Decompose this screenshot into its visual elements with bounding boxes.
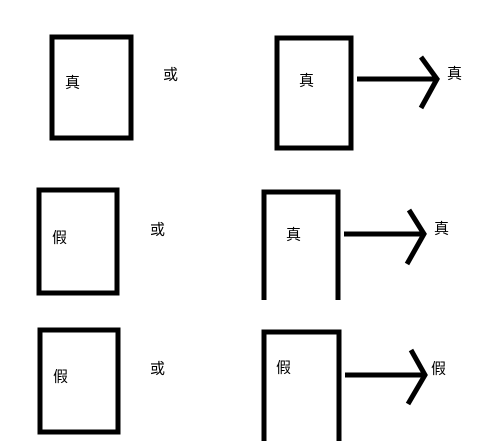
row-1-right-box-label: 真 xyxy=(299,72,314,90)
row-2-right-open-box xyxy=(261,189,341,300)
row-3: 假 或 假 假 xyxy=(37,327,446,441)
row-1-right-box xyxy=(274,35,354,151)
row-3-result-label: 假 xyxy=(431,360,446,378)
row-1-left-box xyxy=(49,34,134,141)
row-2-result-label: 真 xyxy=(434,220,449,238)
row-2: 假 或 真 真 xyxy=(36,187,449,300)
row-1: 真 或 真 真 xyxy=(49,34,462,151)
row-2-right-box-label: 真 xyxy=(286,226,301,244)
row-3-arrow xyxy=(345,348,428,406)
row-3-left-box-label: 假 xyxy=(53,368,68,386)
row-3-right-box-label: 假 xyxy=(276,359,291,377)
row-2-connector: 或 xyxy=(150,221,165,239)
row-2-arrow xyxy=(344,208,427,266)
row-3-connector: 或 xyxy=(150,360,165,378)
row-3-right-open-box xyxy=(261,329,342,441)
row-3-left-box xyxy=(37,327,121,435)
row-2-left-box-label: 假 xyxy=(52,229,67,247)
row-2-left-box xyxy=(36,187,120,296)
row-1-arrow xyxy=(357,55,440,110)
row-1-result-label: 真 xyxy=(447,65,462,83)
row-1-left-box-label: 真 xyxy=(65,74,80,92)
row-1-connector: 或 xyxy=(163,66,178,84)
